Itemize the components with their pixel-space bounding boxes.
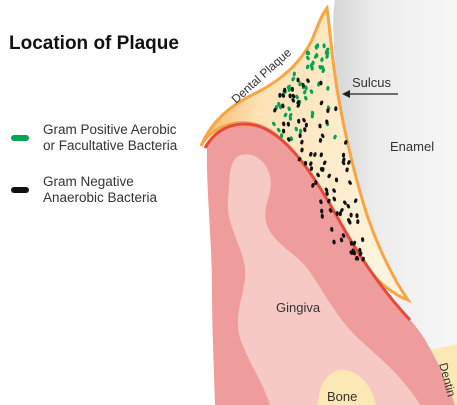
sulcus-label: Sulcus <box>352 75 392 90</box>
gram-negative-bacterium <box>350 213 353 218</box>
enamel-label: Enamel <box>390 139 434 154</box>
bone-label: Bone <box>327 389 357 404</box>
gram-negative-bacterium <box>283 88 286 93</box>
gingiva-label: Gingiva <box>276 300 321 315</box>
